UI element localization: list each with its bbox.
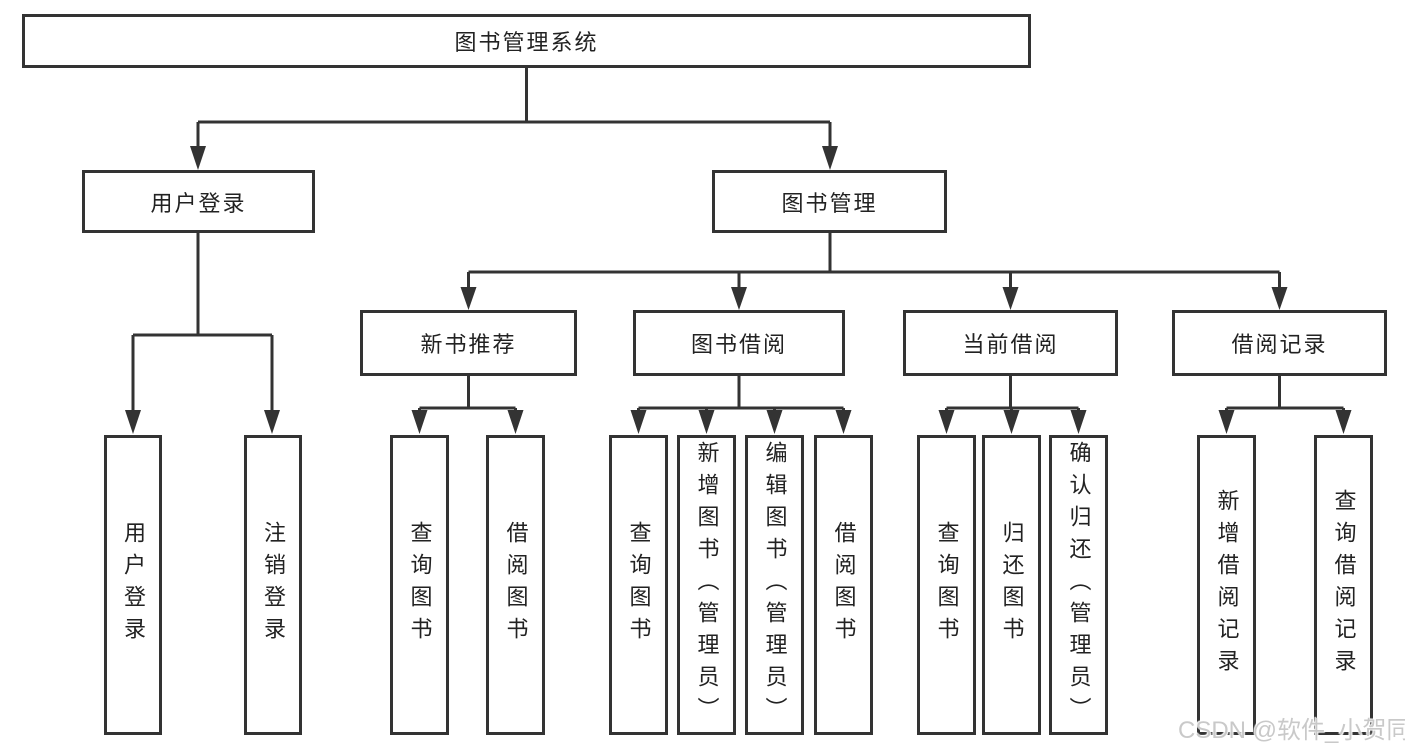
node-label: 图书管理系统: [454, 30, 599, 55]
arrowhead-down: [630, 410, 647, 434]
arrowhead-down: [125, 410, 141, 434]
connector-bookmgmt-to-level3: [460, 233, 1288, 310]
leaf-query-books-current: 查询图书: [917, 435, 976, 735]
leaf-confirm-return-admin: 确认归还（管理员）: [1049, 435, 1108, 735]
node-label: 图书管理: [781, 190, 878, 216]
connector-newbook-to-leaves: [411, 376, 524, 434]
node-label: 归还图书: [999, 521, 1025, 649]
arrowhead-down: [1271, 287, 1288, 310]
node-label: 借阅图书: [503, 521, 529, 649]
node-book-borrow: 图书借阅: [633, 310, 845, 376]
node-label: 编辑图书（管理员）: [762, 441, 788, 729]
leaf-edit-books-admin: 编辑图书（管理员）: [745, 435, 804, 735]
arrowhead-down: [1003, 410, 1020, 434]
node-label: 用户登录: [121, 521, 146, 649]
arrowhead-down: [1218, 410, 1235, 434]
arrowhead-down: [835, 410, 852, 434]
node-label: 用户登录: [150, 190, 247, 216]
leaf-add-books-admin: 新增图书（管理员）: [677, 435, 736, 735]
leaf-add-borrow-record: 新增借阅记录: [1197, 435, 1256, 735]
node-label: 查询图书: [407, 521, 433, 649]
node-label: 查询图书: [934, 521, 960, 649]
arrowhead-down: [766, 410, 783, 434]
arrowhead-down: [938, 410, 955, 434]
arrowhead-down: [190, 146, 206, 170]
node-label: 借阅图书: [831, 521, 857, 649]
node-label: 新增图书（管理员）: [694, 441, 720, 729]
node-label: 当前借阅: [962, 332, 1059, 357]
node-label: 确认归还（管理员）: [1066, 441, 1092, 729]
csdn-watermark: CSDN @软件_小贺同学: [1178, 717, 1405, 744]
leaf-return-books: 归还图书: [982, 435, 1041, 735]
leaf-borrow-books-recommend: 借阅图书: [486, 435, 545, 735]
node-current-borrow: 当前借阅: [903, 310, 1118, 376]
node-label: 查询借阅记录: [1331, 489, 1357, 681]
arrowhead-down: [264, 410, 280, 434]
arrowhead-down: [698, 410, 715, 434]
leaf-logout: 注销登录: [244, 435, 302, 735]
connector-borrow-to-leaves: [630, 376, 852, 434]
arrowhead-down: [460, 287, 477, 310]
node-user-login: 用户登录: [82, 170, 315, 233]
arrowhead-down: [1002, 287, 1019, 310]
leaf-borrow-books: 借阅图书: [814, 435, 873, 735]
node-label: 新书推荐: [420, 332, 517, 357]
node-root-system: 图书管理系统: [22, 14, 1031, 68]
leaf-query-books-recommend: 查询图书: [390, 435, 449, 735]
arrowhead-down: [822, 146, 838, 170]
arrowhead-down: [731, 287, 747, 310]
node-label: 注销登录: [261, 521, 286, 649]
arrowhead-down: [1335, 410, 1352, 434]
connector-records-to-leaves: [1218, 376, 1352, 434]
node-book-management: 图书管理: [712, 170, 947, 233]
node-label: 借阅记录: [1231, 332, 1328, 357]
node-label: 图书借阅: [690, 332, 787, 357]
node-label: 查询图书: [626, 521, 652, 649]
node-new-book-recommend: 新书推荐: [360, 310, 577, 376]
leaf-query-books-borrow: 查询图书: [609, 435, 668, 735]
node-borrow-records: 借阅记录: [1172, 310, 1387, 376]
arrowhead-down: [507, 410, 524, 434]
leaf-user-login: 用户登录: [104, 435, 162, 735]
node-label: 新增借阅记录: [1214, 489, 1240, 681]
connector-root-to-level2: [190, 68, 838, 170]
arrowhead-down: [411, 410, 428, 434]
arrowhead-down: [1070, 410, 1087, 434]
leaf-query-borrow-record: 查询借阅记录: [1314, 435, 1373, 735]
connector-userlogin-to-leaves: [125, 233, 280, 434]
connector-current-to-leaves: [938, 376, 1087, 434]
